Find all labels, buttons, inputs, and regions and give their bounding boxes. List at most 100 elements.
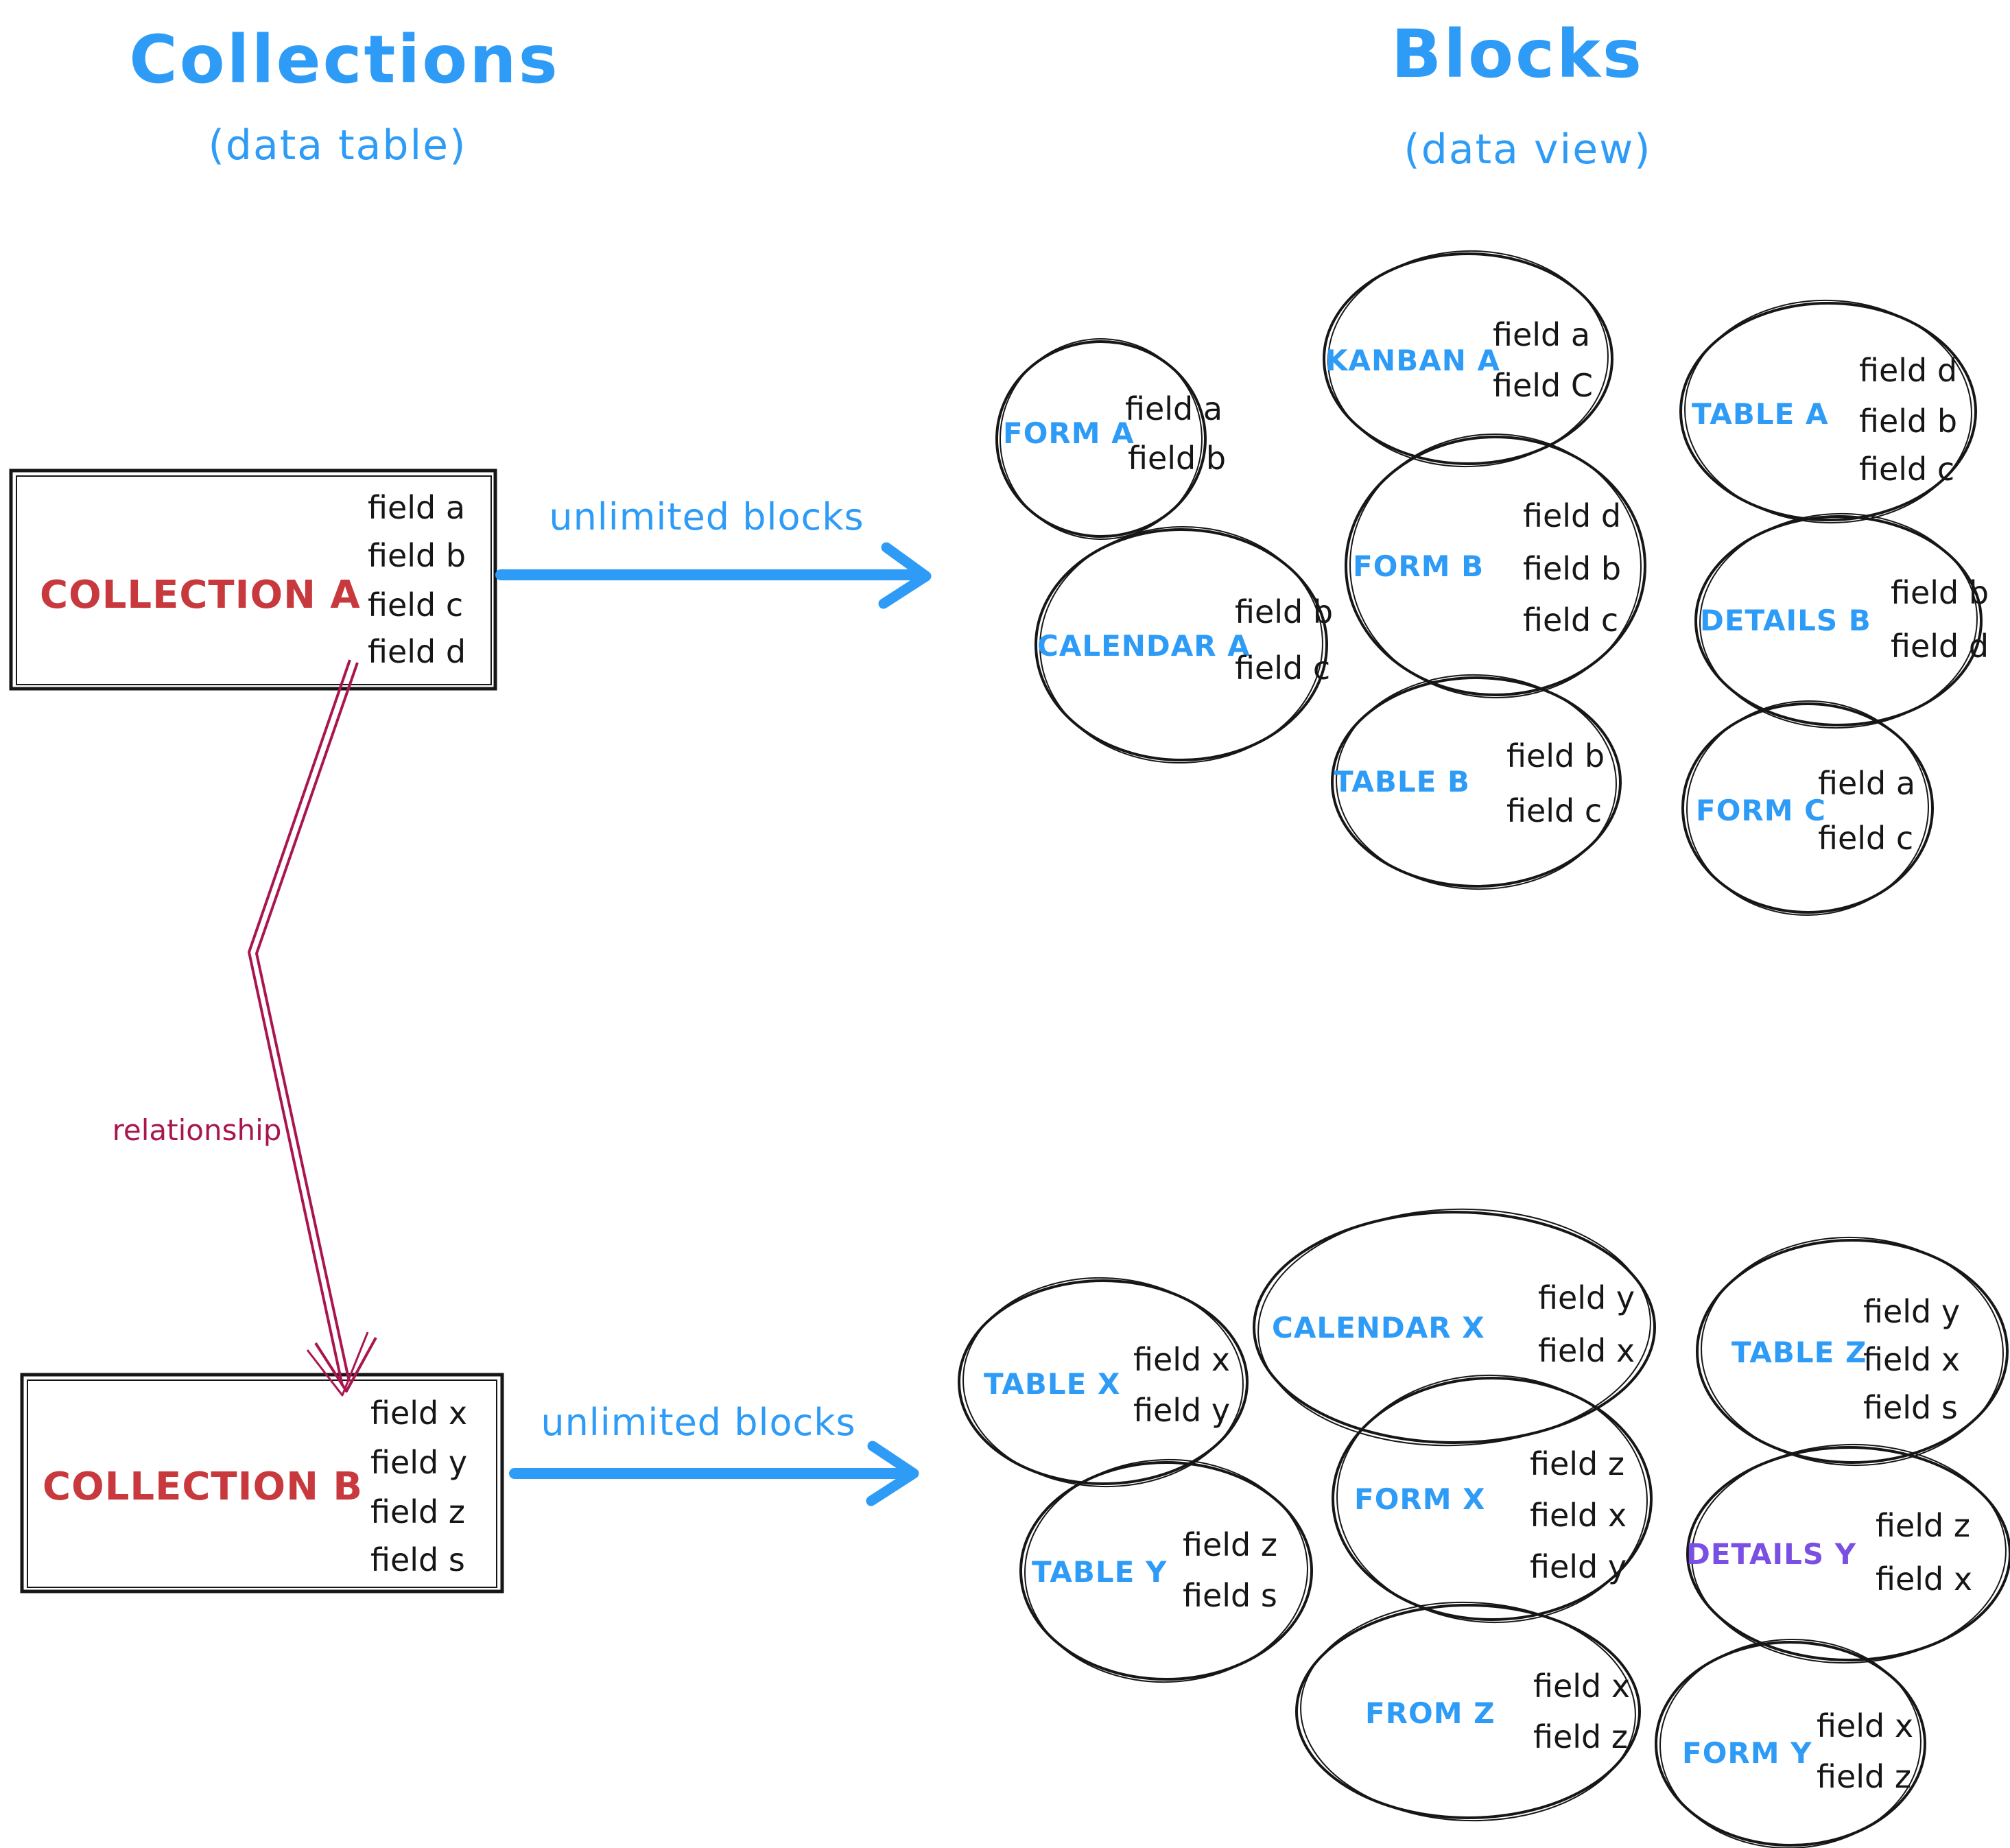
block-from-z-field: field z — [1533, 1718, 1628, 1755]
collection-b-field: field z — [370, 1493, 465, 1530]
blocks-subtitle: (data view) — [1404, 126, 1651, 174]
block-form-a: FORM A field a field b — [995, 337, 1226, 541]
block-form-c-field: field a — [1818, 765, 1915, 802]
block-kanban-a-outline — [1323, 252, 1613, 465]
relationship-arrow: relationship — [113, 659, 377, 1397]
block-table-x-field: field x — [1133, 1341, 1230, 1378]
block-form-x-label: FORM X — [1354, 1482, 1486, 1516]
relationship-arrowhead — [314, 1337, 377, 1393]
collection-a-box: COLLECTION A field a field b field c fie… — [9, 469, 497, 691]
block-table-y-field: field z — [1183, 1526, 1277, 1563]
block-table-b: TABLE B field b field c — [1331, 674, 1622, 890]
block-form-c-field: field c — [1818, 820, 1913, 857]
block-table-y-outline — [1019, 1461, 1313, 1681]
block-table-x-label: TABLE X — [984, 1367, 1120, 1401]
collection-a-field: field c — [368, 587, 463, 624]
collection-a-field: field d — [368, 633, 466, 670]
block-calendar-a-field: field b — [1235, 593, 1333, 630]
block-table-z-label: TABLE Z — [1731, 1336, 1867, 1369]
block-details-b: DETAILS B field b field d — [1694, 512, 1989, 729]
arrow-a-head — [878, 542, 932, 609]
collection-a-field: field b — [368, 537, 466, 574]
block-form-a-field: field a — [1125, 390, 1222, 427]
block-table-x-outline — [958, 1279, 1249, 1485]
block-kanban-a-field: field a — [1493, 316, 1590, 353]
block-form-x-outline — [1332, 1377, 1653, 1621]
collection-a-border — [9, 469, 497, 691]
relationship-arrowhead-echo — [306, 1331, 369, 1397]
block-table-z-field: field y — [1863, 1293, 1960, 1330]
relationship-label: relationship — [113, 1113, 282, 1147]
collection-b-field: field s — [370, 1541, 465, 1578]
block-form-y-field: field z — [1817, 1758, 1911, 1795]
block-details-y-field: field z — [1876, 1507, 1970, 1544]
block-table-a-outline-echo — [1684, 299, 1972, 524]
block-table-a-field: field b — [1859, 403, 1957, 440]
arrow-b-label: unlimited blocks — [541, 1401, 855, 1444]
block-form-c-label: FORM C — [1696, 794, 1826, 827]
collection-b-field: field y — [370, 1444, 467, 1481]
block-calendar-a-outline — [1034, 528, 1328, 761]
block-table-a: TABLE A field d field b field c — [1679, 299, 1977, 524]
block-table-y-field: field s — [1183, 1577, 1277, 1614]
block-details-b-field: field b — [1891, 574, 1989, 611]
block-details-b-field: field d — [1891, 628, 1989, 665]
block-table-a-outline — [1679, 302, 1977, 521]
block-form-b-label: FORM B — [1353, 549, 1484, 583]
block-form-y-field: field x — [1817, 1707, 1913, 1744]
block-details-y-field: field x — [1876, 1561, 1972, 1598]
block-table-z-outline — [1696, 1239, 2009, 1464]
block-form-x-outline-echo — [1336, 1374, 1648, 1624]
collection-a-border-echo — [16, 475, 492, 685]
block-details-y: DETAILS Y field z field x — [1686, 1443, 2010, 1664]
block-form-a-label: FORM A — [1003, 416, 1135, 450]
unlimited-blocks-arrow-a: unlimited blocks — [495, 495, 932, 609]
block-form-x: FORM X field z field x field y — [1332, 1374, 1653, 1624]
block-form-b: FORM B field d field b field c — [1345, 433, 1646, 699]
block-kanban-a-outline-echo — [1327, 250, 1609, 468]
block-form-a-field: field b — [1128, 440, 1226, 477]
block-table-x: TABLE X field x field y — [958, 1277, 1249, 1488]
block-calendar-a-label: CALENDAR A — [1037, 629, 1251, 663]
block-kanban-a: KANBAN A field a field C — [1323, 250, 1613, 468]
arrow-b-head — [866, 1441, 919, 1506]
block-calendar-x-outline-echo — [1257, 1208, 1651, 1447]
block-details-y-outline — [1686, 1446, 2010, 1661]
block-table-b-outline — [1331, 676, 1622, 888]
block-form-b-field: field b — [1523, 550, 1621, 587]
block-form-b-outline — [1345, 436, 1646, 696]
block-calendar-a-outline-echo — [1039, 525, 1323, 764]
relationship-line-echo — [255, 662, 359, 1382]
block-calendar-x: CALENDAR X field y field x — [1253, 1208, 1656, 1447]
block-calendar-x-field: field y — [1538, 1279, 1635, 1316]
block-details-y-label: DETAILS Y — [1686, 1537, 1856, 1571]
collection-b-name: COLLECTION B — [43, 1465, 363, 1509]
collection-a-field: field a — [368, 489, 465, 526]
block-table-x-field: field y — [1133, 1392, 1230, 1429]
collection-a-name: COLLECTION A — [40, 573, 361, 617]
collection-b-field: field x — [370, 1395, 467, 1432]
block-table-b-label: TABLE B — [1334, 765, 1470, 798]
collections-title: Collections — [129, 21, 559, 98]
block-form-x-field: field y — [1530, 1548, 1627, 1585]
block-calendar-x-outline — [1253, 1211, 1656, 1444]
block-from-z-outline-echo — [1300, 1601, 1636, 1822]
block-form-y-label: FORM Y — [1682, 1736, 1812, 1770]
block-table-b-field: field b — [1506, 737, 1605, 774]
block-form-a-outline — [995, 340, 1207, 538]
block-form-x-field: field x — [1530, 1497, 1627, 1534]
block-table-y-outline-echo — [1024, 1458, 1308, 1683]
collections-subtitle: (data table) — [209, 121, 467, 169]
block-form-b-field: field c — [1523, 602, 1618, 639]
block-details-b-outline-echo — [1699, 512, 1978, 729]
block-table-z-field: field x — [1863, 1341, 1960, 1378]
block-form-b-field: field d — [1523, 497, 1621, 534]
block-calendar-a: CALENDAR A field b field c — [1034, 525, 1333, 764]
block-form-c: FORM C field a field c — [1681, 700, 1934, 916]
block-form-c-outline — [1681, 702, 1934, 914]
block-table-x-outline-echo — [962, 1277, 1244, 1488]
block-from-z-label: FROM Z — [1365, 1696, 1495, 1730]
block-form-a-outline-echo — [1000, 337, 1203, 541]
